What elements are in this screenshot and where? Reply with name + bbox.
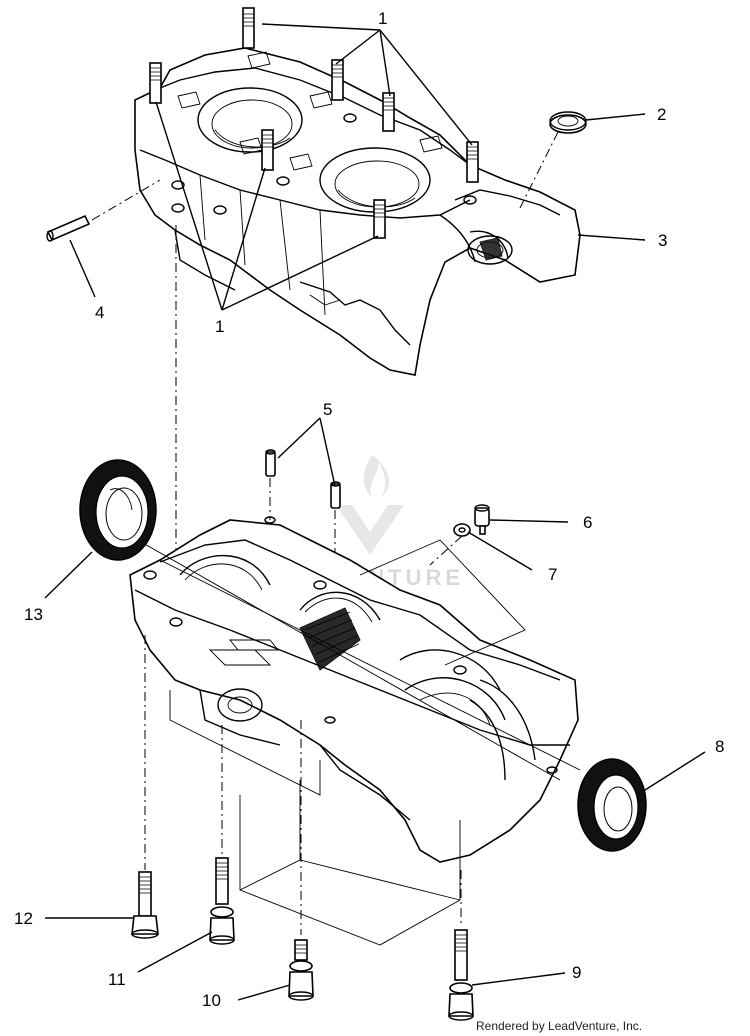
stud bbox=[466, 141, 479, 183]
stud bbox=[373, 199, 386, 239]
callout-1-bottom: 1 bbox=[215, 317, 224, 336]
washer bbox=[453, 523, 471, 537]
callout-7: 7 bbox=[548, 565, 557, 584]
callout-8: 8 bbox=[715, 737, 724, 756]
dowel-pins bbox=[265, 449, 341, 509]
bolt-9 bbox=[448, 929, 474, 1021]
bolt-12 bbox=[131, 871, 159, 939]
ring-centerline bbox=[519, 131, 559, 209]
plate-outline bbox=[359, 539, 526, 666]
leader-lines bbox=[44, 23, 706, 1001]
callout-9: 9 bbox=[572, 963, 581, 982]
crank-seal-left bbox=[79, 459, 157, 561]
dowel-centerline bbox=[91, 179, 161, 221]
crank-seal-right bbox=[577, 758, 647, 852]
render-credit: Rendered by LeadVenture, Inc. bbox=[476, 1019, 642, 1033]
stud bbox=[149, 62, 162, 104]
dowel-pin-upper bbox=[46, 214, 91, 242]
callout-3: 3 bbox=[658, 231, 667, 250]
stud bbox=[382, 92, 395, 132]
callout-10: 10 bbox=[202, 991, 221, 1010]
watermark-logo bbox=[336, 455, 404, 555]
stud bbox=[331, 59, 344, 101]
screw bbox=[474, 504, 490, 535]
upper-crankcase bbox=[134, 47, 581, 376]
bearing-ring bbox=[549, 111, 587, 134]
callout-labels: 1 1 2 3 4 5 6 7 8 9 10 11 12 13 bbox=[14, 9, 724, 1010]
lower-crankcase bbox=[129, 516, 579, 863]
callout-5: 5 bbox=[323, 400, 332, 419]
callout-13: 13 bbox=[24, 605, 43, 624]
bolt-11 bbox=[209, 857, 235, 945]
callout-6: 6 bbox=[583, 513, 592, 532]
stud bbox=[261, 129, 274, 171]
stud bbox=[242, 7, 255, 49]
screw-centerline bbox=[429, 535, 463, 566]
callout-12: 12 bbox=[14, 909, 33, 928]
mount-block bbox=[169, 690, 461, 946]
callout-2: 2 bbox=[657, 105, 666, 124]
callout-4: 4 bbox=[95, 303, 104, 322]
crank-centerline-b bbox=[159, 559, 581, 771]
cylinder-studs bbox=[149, 7, 479, 239]
callout-1-top: 1 bbox=[378, 9, 387, 28]
callout-11: 11 bbox=[108, 970, 126, 989]
bolt-10 bbox=[288, 939, 314, 1001]
crank-centerline bbox=[119, 529, 561, 781]
